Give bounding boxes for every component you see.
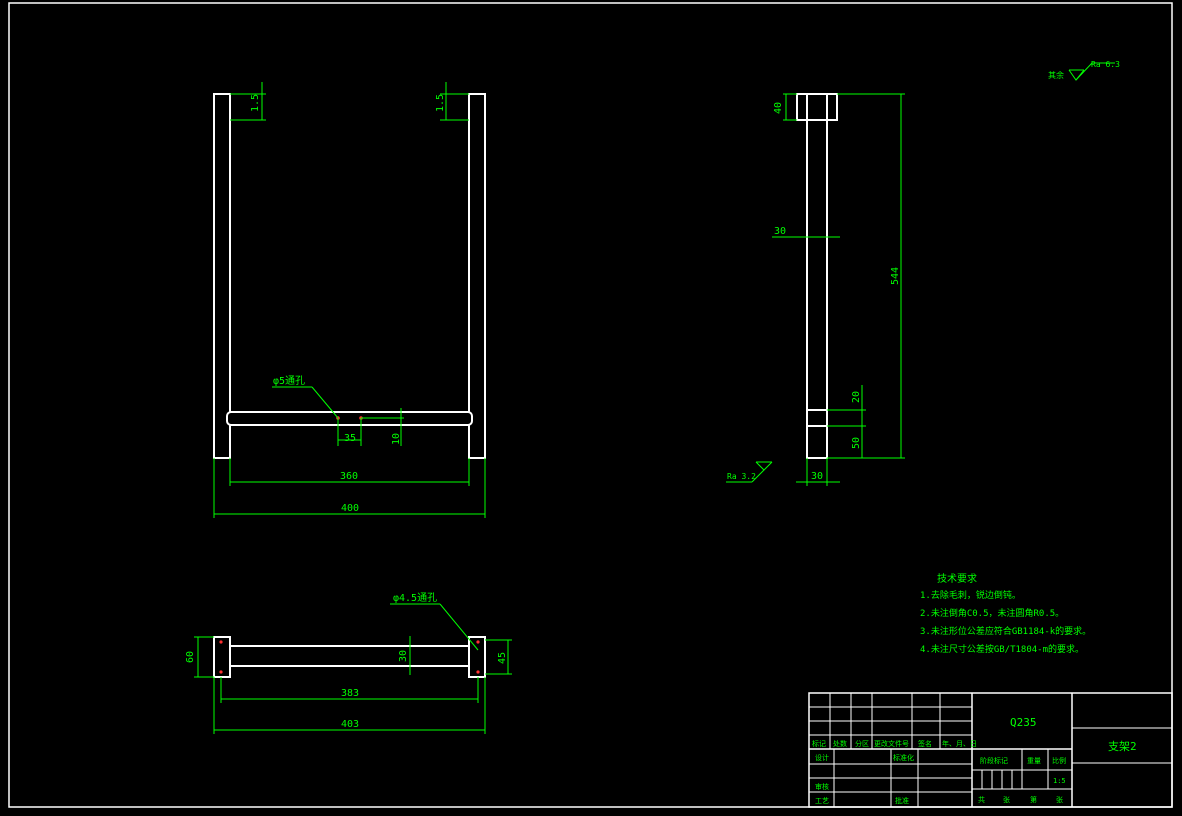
tb-sheets-total: 共 — [978, 795, 985, 804]
side-bottom-slot — [806, 409, 828, 427]
dim-35 — [337, 408, 404, 446]
front-left-leg — [213, 93, 231, 459]
dim-10-text: 10 — [391, 433, 402, 445]
tb-role-process: 工艺 — [815, 797, 829, 805]
dim-400 — [213, 458, 486, 518]
dim-20-50 — [827, 385, 866, 458]
tb-role-review: 审核 — [815, 782, 829, 791]
top-hole-marker — [476, 640, 480, 644]
tb-role-standard: 标准化 — [893, 753, 914, 762]
dim-403-text: 403 — [341, 719, 359, 730]
dim-60-text: 60 — [185, 651, 196, 663]
roughness-side-text: Ra 3.2 — [727, 472, 756, 481]
front-right-leg — [468, 93, 486, 459]
side-view: 40 30 544 20 50 30 — [726, 93, 905, 486]
side-leg — [806, 93, 828, 459]
dim-360 — [229, 458, 470, 486]
roughness-general-icon — [1068, 62, 1115, 81]
dim-403 — [213, 677, 486, 734]
front-view: 1.5 1.5 φ5通孔 35 10 360 — [213, 82, 486, 518]
front-hole-leader — [272, 386, 339, 419]
dim-544-text: 544 — [890, 267, 901, 285]
tb-sheet-label: 张 — [1003, 795, 1010, 804]
dim-30-mid-text: 30 — [774, 226, 786, 237]
dim-weld-left-text: 1.5 — [250, 94, 261, 112]
tb-material: Q235 — [1010, 716, 1037, 729]
general-roughness-note: 其余 Ra 6.3 — [1048, 60, 1120, 81]
tech-req-item: 4.未注尺寸公差按GB/T1804-m的要求。 — [920, 643, 1084, 655]
roughness-general-value: Ra 6.3 — [1091, 60, 1120, 69]
tb-ratio: 比例 — [1052, 756, 1066, 765]
tb-header-label: 签名 — [918, 739, 932, 748]
dim-20-text: 20 — [851, 391, 862, 403]
top-hole-marker — [476, 670, 480, 674]
tb-sheet-no: 第 — [1030, 795, 1037, 804]
tb-sheet-label2: 张 — [1056, 795, 1063, 804]
tech-req-item: 1.去除毛刺，锐边倒钝。 — [920, 589, 1021, 601]
tb-header-label: 更改文件号 — [874, 739, 909, 748]
side-top-plate — [796, 93, 838, 121]
tech-req-title: 技术要求 — [937, 572, 977, 585]
dim-weld-left — [230, 82, 266, 121]
dim-383 — [220, 677, 479, 703]
top-hole-marker — [219, 670, 223, 674]
dim-60 — [194, 636, 214, 678]
dim-50-text: 50 — [851, 437, 862, 449]
tb-part-name: 支架2 — [1108, 740, 1137, 753]
tb-header-label: 年、月、日 — [942, 739, 977, 748]
title-block — [808, 692, 1173, 808]
top-hole-marker — [219, 640, 223, 644]
front-hole-label: φ5通孔 — [273, 375, 305, 387]
dim-360-text: 360 — [340, 471, 358, 482]
tb-header-label: 分区 — [855, 739, 869, 748]
dim-544 — [827, 93, 905, 459]
dim-400-text: 400 — [341, 503, 359, 514]
roughness-symbol-icon — [726, 461, 773, 483]
top-hole-label: φ4.5通孔 — [393, 592, 437, 604]
tb-role-approve: 批准 — [895, 796, 909, 805]
top-cross-bar — [229, 645, 470, 667]
dim-30-bottom-text: 30 — [811, 471, 823, 482]
tb-role-design: 设计 — [815, 753, 829, 762]
dim-40-text: 40 — [773, 102, 784, 114]
top-hole-leader — [390, 603, 479, 651]
front-cross-bar — [226, 411, 473, 426]
tb-header-label: 处数 — [833, 739, 847, 748]
tb-header-label: 标记 — [812, 739, 826, 748]
dim-45-text: 45 — [497, 652, 508, 664]
tb-stage-mark: 阶段标记 — [980, 756, 1008, 765]
dim-weld-right-text: 1.5 — [435, 94, 446, 112]
title-block-text: 标记 处数 分区 更改文件号 签名 年、月、日 设计 标准化 审核 工艺 批准 … — [812, 739, 1066, 805]
dim-383-text: 383 — [341, 688, 359, 699]
top-view: φ4.5通孔 60 30 45 383 — [185, 592, 512, 734]
dim-45 — [485, 639, 512, 675]
tech-req-item: 3.未注形位公差应符合GB1184-k的要求。 — [920, 625, 1091, 637]
dim-40 — [783, 93, 797, 121]
dim-30-bottom — [796, 458, 840, 486]
tb-weight: 重量 — [1027, 757, 1041, 765]
tech-req-item: 2.未注倒角C0.5，未注圆角R0.5。 — [920, 607, 1064, 619]
tb-scale: 1:5 — [1053, 777, 1066, 785]
drawing-border — [8, 2, 1173, 808]
roughness-prefix: 其余 — [1048, 70, 1064, 80]
tech-requirements: 技术要求 1.去除毛刺，锐边倒钝。 2.未注倒角C0.5，未注圆角R0.5。 3… — [920, 572, 1091, 655]
dim-35-text: 35 — [344, 433, 356, 444]
dim-30-top-text: 30 — [398, 650, 409, 662]
dim-weld-right — [440, 82, 469, 121]
